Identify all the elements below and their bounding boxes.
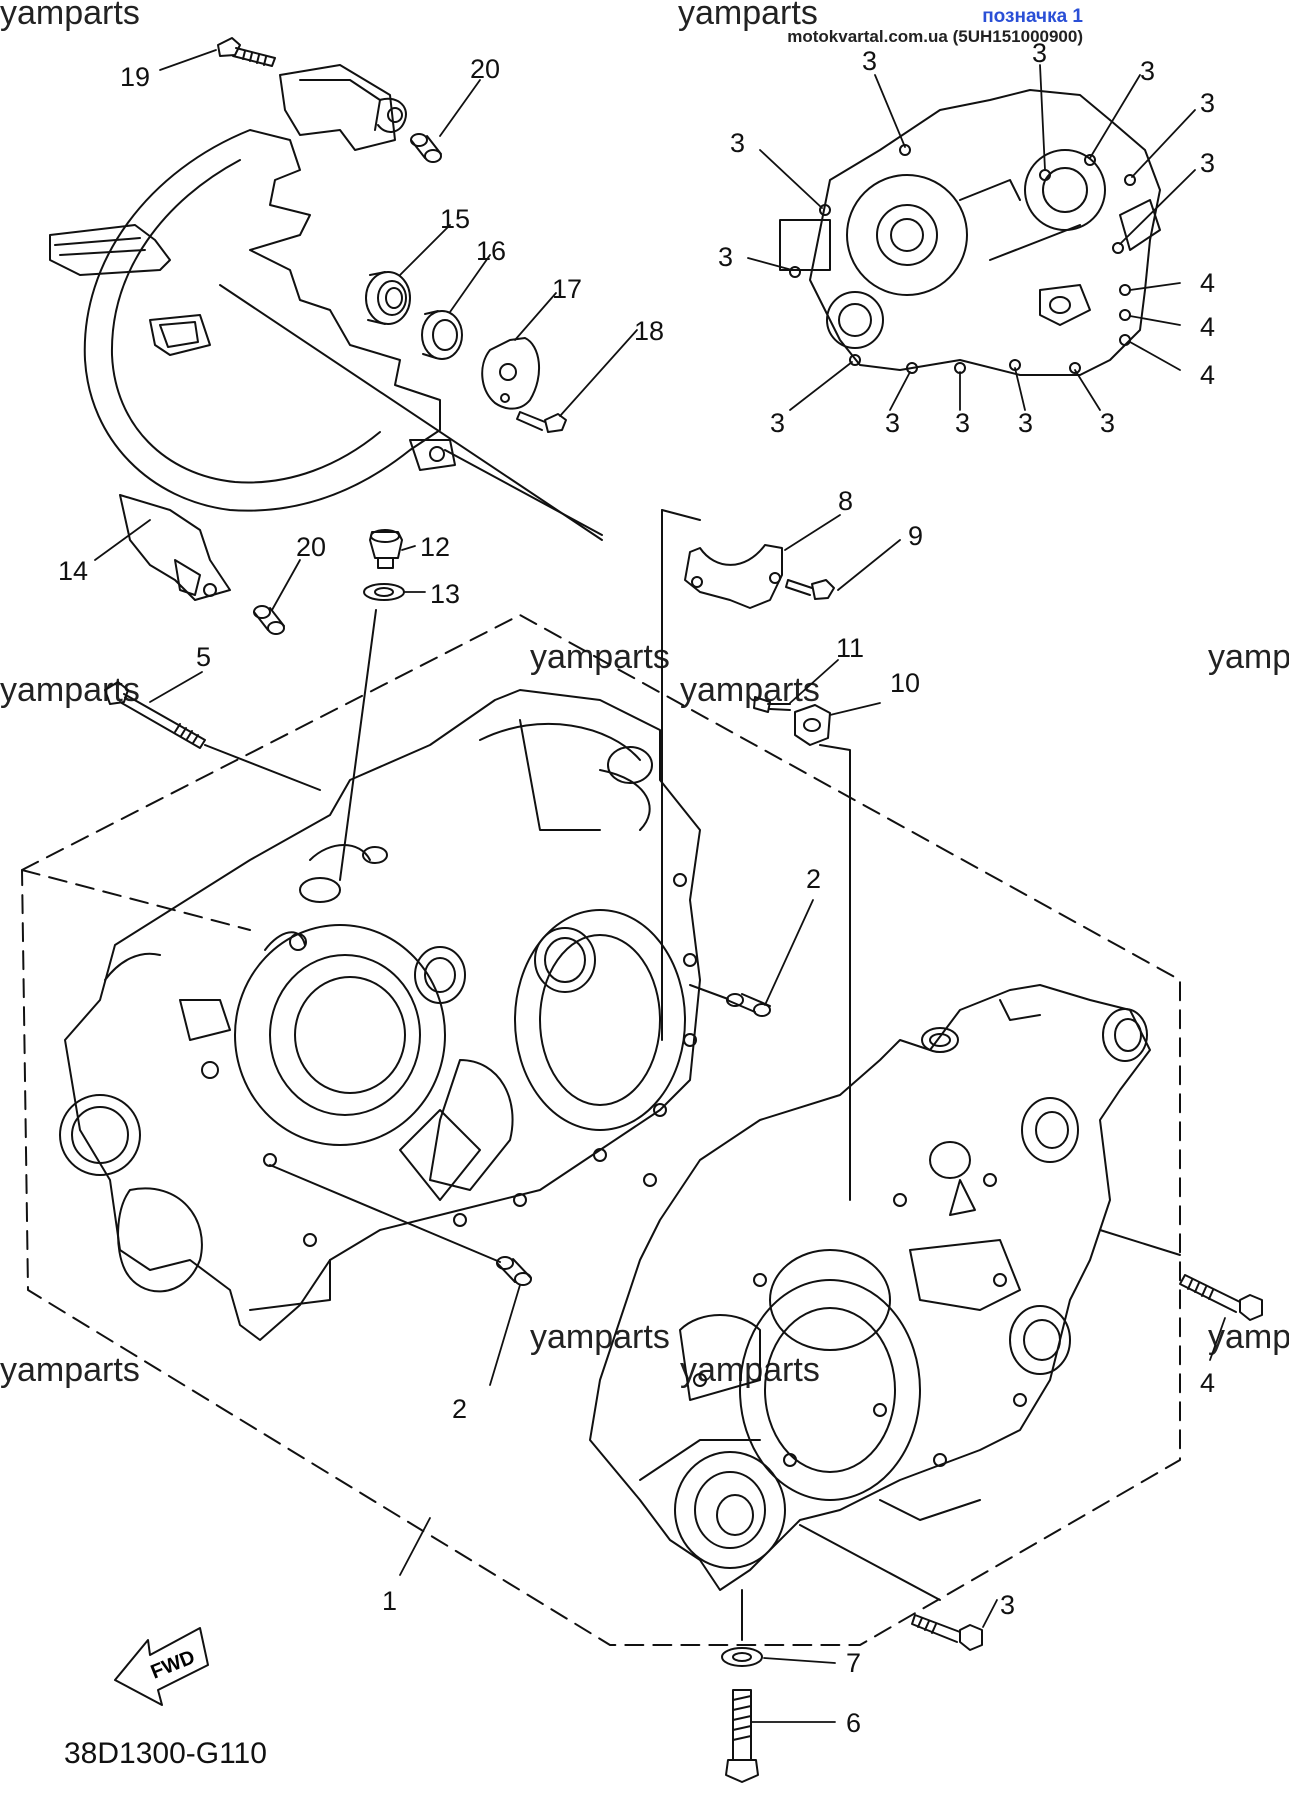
callout-2-lower: 2 xyxy=(452,1394,467,1424)
callout-3: 3 xyxy=(730,128,745,158)
part-20-dowel xyxy=(411,134,441,162)
part-5-bolt xyxy=(105,682,205,748)
callout-3: 3 xyxy=(1140,56,1155,86)
callout-20-lower: 20 xyxy=(296,532,326,562)
callout-16: 16 xyxy=(476,236,506,266)
callout-17: 17 xyxy=(552,274,582,304)
callout-3: 3 xyxy=(718,242,733,272)
callout-4: 4 xyxy=(1200,360,1215,390)
callout-9: 9 xyxy=(908,521,923,551)
callout-4: 4 xyxy=(1200,312,1215,342)
part-19-bolt xyxy=(218,38,275,66)
watermark: yamparts xyxy=(0,671,140,709)
callout-4: 4 xyxy=(1200,268,1215,298)
callout-5: 5 xyxy=(196,642,211,672)
watermark: yamparts xyxy=(678,0,818,32)
left-crankcase-half xyxy=(60,690,700,1340)
part-3-bolt xyxy=(912,1615,982,1650)
diagram-code: 38D1300-G110 xyxy=(64,1737,267,1770)
callout-labels: 19 20 15 16 17 18 14 20 12 13 3 3 3 3 3 … xyxy=(58,38,1215,1738)
callout-3-bottom: 3 xyxy=(1000,1590,1015,1620)
watermark: yamparts xyxy=(680,671,820,709)
part-20-dowel-lower xyxy=(254,606,284,634)
callout-6: 6 xyxy=(846,1708,861,1738)
header-subtitle: motokvartal.com.ua (5UH151000900) xyxy=(787,27,1083,46)
callout-3: 3 xyxy=(955,408,970,438)
part-7-washer xyxy=(722,1648,762,1666)
part-2-dowel xyxy=(727,994,770,1016)
callout-8: 8 xyxy=(838,486,853,516)
watermark: yamparts xyxy=(530,638,670,676)
callout-3: 3 xyxy=(862,46,877,76)
watermark: yamparts xyxy=(0,1351,140,1389)
engine-overview xyxy=(780,90,1160,375)
callout-10: 10 xyxy=(890,668,920,698)
part-15-bearing xyxy=(366,272,410,324)
callout-3: 3 xyxy=(770,408,785,438)
callout-3: 3 xyxy=(1100,408,1115,438)
part-8-bracket xyxy=(685,545,782,608)
callout-3: 3 xyxy=(885,408,900,438)
part-10-clip xyxy=(795,705,830,745)
callout-3: 3 xyxy=(1200,148,1215,178)
part-18-bolt xyxy=(517,412,566,432)
callout-11: 11 xyxy=(836,633,864,663)
fwd-arrow xyxy=(115,1628,208,1705)
part-16-seal xyxy=(422,311,462,359)
callout-3: 3 xyxy=(1018,408,1033,438)
crankcase-cover xyxy=(50,65,455,600)
watermark: yamp xyxy=(1208,638,1289,676)
part-2-dowel-lower xyxy=(497,1257,531,1285)
part-4-bolt xyxy=(1180,1275,1262,1320)
watermark: yamparts xyxy=(0,0,140,32)
callout-20: 20 xyxy=(470,54,500,84)
watermark: yamparts xyxy=(680,1351,820,1389)
callout-4-right: 4 xyxy=(1200,1368,1215,1398)
callout-18: 18 xyxy=(634,316,664,346)
part-6-bolt xyxy=(726,1690,758,1782)
callout-7: 7 xyxy=(846,1648,861,1678)
right-crankcase-half xyxy=(590,985,1150,1590)
part-17-plate xyxy=(482,338,539,409)
callout-19: 19 xyxy=(120,62,150,92)
callout-13: 13 xyxy=(430,579,460,609)
watermark: yamparts xyxy=(530,1318,670,1356)
part-11-screw xyxy=(754,697,790,712)
callout-1: 1 xyxy=(382,1586,397,1616)
callout-3: 3 xyxy=(1200,88,1215,118)
callout-14: 14 xyxy=(58,556,88,586)
part-13-washer xyxy=(364,584,404,600)
callout-2: 2 xyxy=(806,864,821,894)
part-9-bolt xyxy=(786,580,834,599)
part-12-plug xyxy=(370,530,402,568)
callout-3: 3 xyxy=(1032,38,1047,68)
callout-12: 12 xyxy=(420,532,450,562)
header-title: позначка 1 xyxy=(982,6,1083,27)
callout-15: 15 xyxy=(440,204,470,234)
